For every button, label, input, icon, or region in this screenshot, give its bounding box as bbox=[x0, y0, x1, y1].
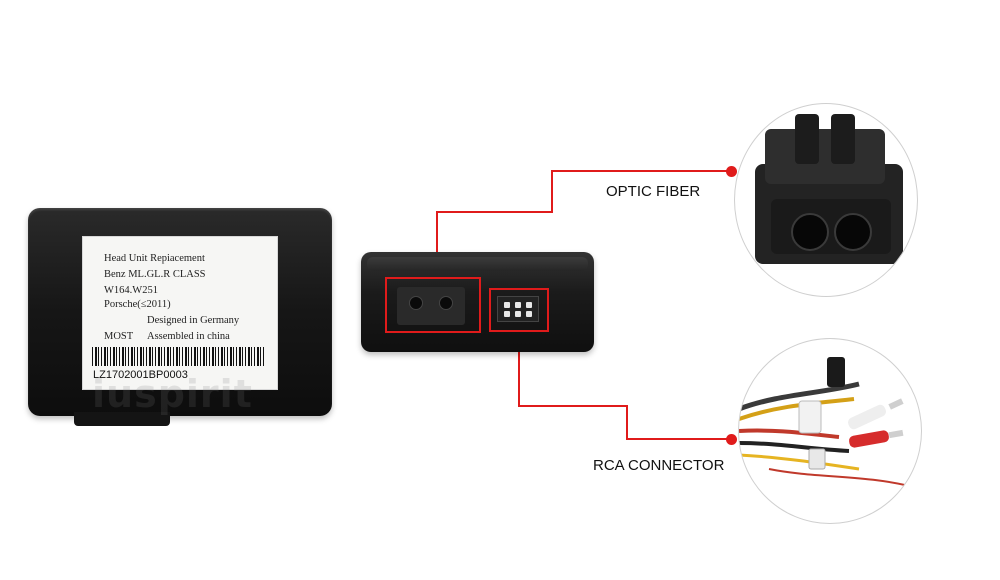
module-mount-tab bbox=[74, 412, 170, 426]
module-top-edge bbox=[367, 257, 588, 271]
barcode bbox=[92, 347, 266, 366]
optic-fiber-closeup bbox=[734, 103, 918, 297]
rca-cable-icon bbox=[739, 357, 921, 490]
rca-pin-port bbox=[497, 296, 539, 322]
label-line-6-right: Assembled in china bbox=[147, 331, 230, 342]
product-label: Head Unit Repiacement Benz ML.GL.R CLASS… bbox=[82, 236, 278, 390]
label-line-3: W164.W251 bbox=[104, 285, 158, 296]
rca-connector-dot bbox=[726, 434, 737, 445]
rca-connector-label: RCA CONNECTOR bbox=[593, 457, 725, 474]
label-line-2: Benz ML.GL.R CLASS bbox=[104, 269, 206, 280]
label-line-1: Head Unit Repiacement bbox=[104, 253, 205, 264]
optic-fiber-port bbox=[397, 287, 465, 325]
rca-highlight-box bbox=[489, 288, 549, 332]
label-line-5: Designed in Germany bbox=[147, 315, 240, 326]
optic-fiber-dot bbox=[726, 166, 737, 177]
label-line-4: Porsche(≤2011) bbox=[104, 299, 171, 310]
optic-fiber-label: OPTIC FIBER bbox=[606, 183, 701, 200]
watermark-left: iuspirit bbox=[92, 372, 253, 416]
rca-connector-closeup bbox=[738, 338, 922, 524]
optic-fiber-highlight-box bbox=[385, 277, 481, 333]
serial-number: LZ1702001BP0003 bbox=[93, 369, 188, 381]
fiber-hole-icon bbox=[409, 296, 423, 310]
fiber-hole-icon bbox=[439, 296, 453, 310]
optic-fiber-plug-icon bbox=[755, 114, 903, 264]
label-line-6-left: MOST bbox=[104, 331, 134, 342]
